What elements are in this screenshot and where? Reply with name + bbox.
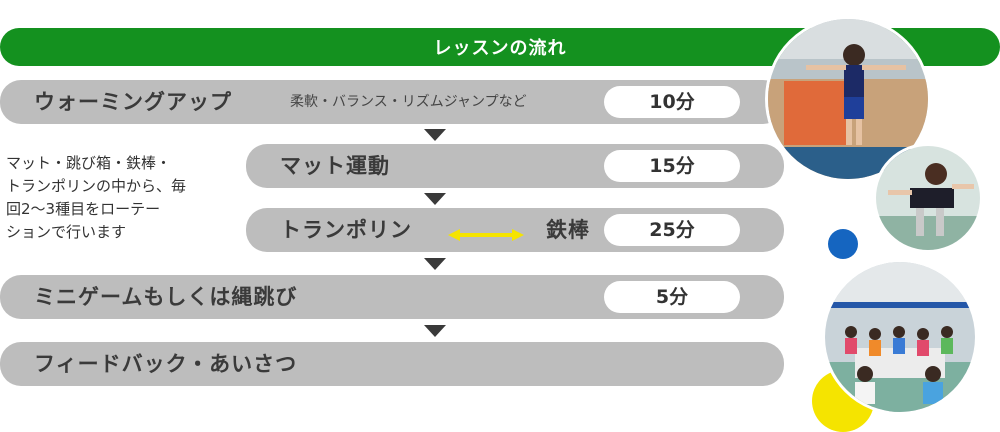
photo-group-children (822, 259, 978, 415)
down-arrow-icon (424, 129, 446, 141)
note-line: トランポリンの中から、毎 (6, 177, 187, 195)
step-time: 10分 (604, 86, 740, 118)
step-mini-game: ミニゲームもしくは縄跳び 5分 (0, 275, 784, 319)
step-time: 5分 (604, 281, 740, 313)
step-mat-exercise: マット運動 15分 (246, 144, 784, 188)
step-time: 15分 (604, 150, 740, 182)
step-label-secondary: 鉄棒 (546, 218, 590, 242)
photo-girl-balance (873, 143, 983, 253)
step-label: ウォーミングアップ (34, 90, 232, 114)
step-label: マット運動 (280, 154, 390, 178)
step-label: ミニゲームもしくは縄跳び (34, 285, 298, 309)
note-line: マット・跳び箱・鉄棒・ (6, 154, 172, 172)
down-arrow-icon (424, 258, 446, 270)
step-label: トランポリン (280, 218, 412, 242)
rotation-note: マット・跳び箱・鉄棒・ トランポリンの中から、毎 回2～3種目をローテー ション… (6, 152, 242, 244)
step-detail: 柔軟・バランス・リズムジャンプなど (290, 94, 527, 110)
step-label: フィードバック・あいさつ (34, 352, 298, 376)
down-arrow-icon (424, 193, 446, 205)
photo-trampoline-jump (765, 16, 931, 182)
down-arrow-icon (424, 325, 446, 337)
step-feedback: フィードバック・あいさつ (0, 342, 784, 386)
step-time: 25分 (604, 214, 740, 246)
step-trampoline-bar: トランポリン 鉄棒 25分 (246, 208, 784, 252)
step-warming-up: ウォーミングアップ 柔軟・バランス・リズムジャンプなど 10分 (0, 80, 784, 124)
header-title: レッスンの流れ (433, 38, 567, 59)
double-arrow-icon (448, 229, 524, 241)
note-line: 回2～3種目をローテー (6, 200, 161, 218)
note-line: ションで行います (6, 223, 127, 241)
blue-dot (828, 229, 858, 259)
